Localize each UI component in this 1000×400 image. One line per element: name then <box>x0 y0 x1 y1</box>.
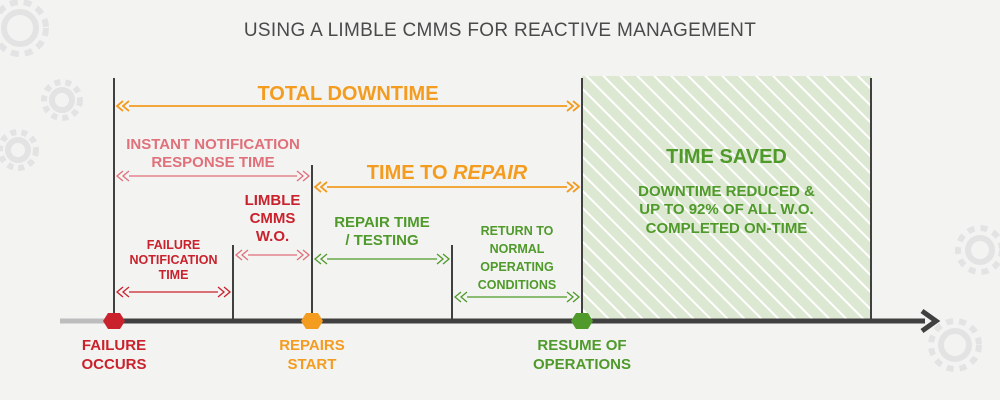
repairs-start-line2: START <box>287 355 337 373</box>
failure-occurs-line1: FAILURE <box>81 337 147 354</box>
failure-notification-arrow <box>115 286 232 298</box>
time-to-repair-arrow <box>313 181 581 193</box>
resume-operations-line1: RESUME OF <box>537 337 627 354</box>
time-saved-description: DOWNTIME REDUCED & UP TO 92% OF ALL W.O.… <box>582 183 871 238</box>
return-line3: OPERATING <box>480 260 554 275</box>
page-title: USING A LIMBLE CMMS FOR REACTIVE MANAGEM… <box>243 20 757 41</box>
timeline-arrowhead-icon <box>920 308 941 334</box>
repair-testing-label: REPAIR TIME / TESTING <box>312 214 452 250</box>
time-saved-line3: COMPLETED ON-TIME <box>645 219 808 237</box>
time-saved-line1: DOWNTIME REDUCED & <box>638 183 815 200</box>
failure-notification-line2: NOTIFICATION <box>129 253 218 267</box>
failure-occurs-line2: OCCURS <box>81 355 147 373</box>
gear-icon <box>928 225 1000 372</box>
failure-notification-line3: TIME <box>158 268 189 282</box>
repairs-hexagon-icon <box>301 313 323 329</box>
total-downtime-label: TOTAL DOWNTIME <box>257 83 439 105</box>
repair-text: REPAIR <box>453 162 528 184</box>
time-saved-area <box>582 76 871 321</box>
time-to-text: TIME TO <box>366 162 454 184</box>
time-saved-line2: UP TO 92% OF ALL W.O. <box>639 201 814 219</box>
gear-icon <box>0 0 83 171</box>
limble-line3: W.O. <box>255 228 290 245</box>
instant-notification-label: INSTANT NOTIFICATION RESPONSE TIME <box>114 136 312 172</box>
repair-testing-arrow <box>313 253 451 265</box>
return-normal-label: RETURN TO NORMAL OPERATING CONDITIONS <box>452 222 582 295</box>
resume-operations-line2: OPERATIONS <box>532 355 632 373</box>
failure-hexagon-icon <box>103 313 125 329</box>
repairs-start-label: REPAIRS START <box>252 337 372 375</box>
repair-testing-line1: REPAIR TIME <box>334 214 430 231</box>
repair-testing-line2: / TESTING <box>345 232 419 249</box>
failure-notification-label: FAILURE NOTIFICATION TIME <box>114 238 233 283</box>
return-normal-arrow <box>453 291 581 303</box>
resume-hexagon-icon <box>571 313 593 329</box>
limble-wo-label: LIMBLE CMMS W.O. <box>233 192 312 246</box>
time-to-repair-label: TIME TO REPAIR <box>312 161 582 185</box>
return-line1: RETURN TO <box>480 224 554 238</box>
resume-operations-label: RESUME OF OPERATIONS <box>502 337 662 375</box>
instant-notification-line1: INSTANT NOTIFICATION <box>126 136 300 153</box>
span-arrows <box>115 100 581 303</box>
return-line2: NORMAL <box>489 242 545 257</box>
repairs-start-line1: REPAIRS <box>279 337 345 354</box>
instant-notification-arrow <box>115 170 311 182</box>
limble-wo-arrow <box>234 249 311 261</box>
return-line4: CONDITIONS <box>477 278 557 293</box>
limble-line1: LIMBLE <box>244 192 301 209</box>
total-downtime-arrow <box>115 100 581 112</box>
time-saved-title: TIME SAVED <box>666 146 787 168</box>
vertical-markers <box>113 78 872 321</box>
failure-occurs-label: FAILURE OCCURS <box>54 337 174 375</box>
instant-notification-line2: RESPONSE TIME <box>151 154 275 171</box>
limble-line2: CMMS <box>249 210 296 227</box>
failure-notification-line1: FAILURE <box>146 238 201 252</box>
